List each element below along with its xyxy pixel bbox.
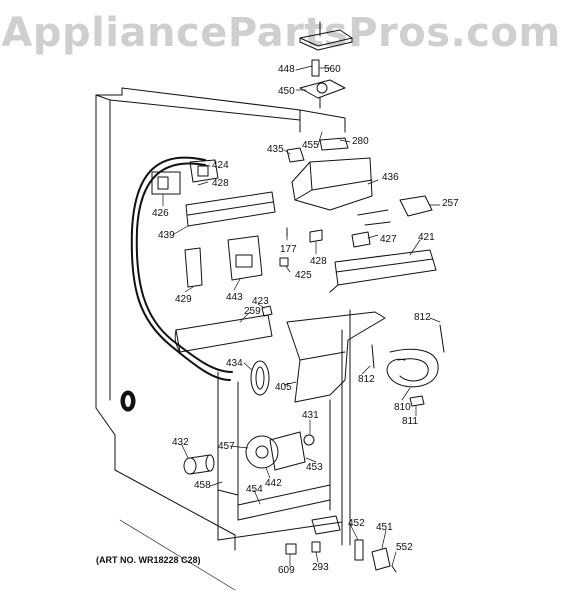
part-label-443: 443 — [226, 292, 243, 303]
air-duct-405 — [286, 311, 386, 403]
part-label-454: 454 — [246, 484, 263, 495]
part-label-457: 457 — [218, 441, 235, 452]
part-label-424: 424 — [212, 160, 229, 171]
top-hinge — [299, 21, 353, 109]
cover-259 — [174, 314, 273, 353]
part-label-448: 448 — [278, 64, 295, 75]
channel-421 — [329, 249, 437, 293]
part-label-293: 293 — [312, 562, 329, 573]
part-label-280: 280 — [352, 136, 369, 147]
plate-443 — [227, 235, 263, 281]
part-label-455: 455 — [302, 140, 319, 151]
part-label-451: 451 — [376, 522, 393, 533]
part-label-560: 560 — [324, 64, 341, 75]
part-label-609: 609 — [278, 565, 295, 576]
light-lens-434 — [250, 360, 270, 396]
part-label-453: 453 — [306, 462, 323, 473]
lower-hinge — [311, 515, 397, 573]
cabinet-outline — [95, 87, 346, 591]
heater-coil-810 — [386, 324, 445, 388]
switch-427 — [351, 209, 391, 248]
part-label-552: 552 — [396, 542, 413, 553]
art-number: (ART NO. WR18228 C28) — [96, 555, 201, 565]
thermostat-424 — [189, 159, 219, 183]
damper-257 — [399, 195, 433, 217]
part-label-435: 435 — [267, 144, 284, 155]
wire-harness — [130, 156, 233, 381]
screw-812 — [371, 344, 375, 369]
plug-609 — [285, 543, 297, 555]
bracket-429 — [184, 247, 203, 288]
part-label-452: 452 — [348, 518, 365, 529]
part-label-811: 811 — [402, 416, 418, 427]
part-label-439: 439 — [158, 230, 175, 241]
part-label-810: 810 — [394, 402, 411, 413]
cold-control — [286, 147, 305, 163]
leader-lines — [162, 65, 441, 567]
clip-423 — [261, 305, 273, 317]
part-label-431: 431 — [302, 410, 319, 421]
part-label-177: 177 — [280, 244, 297, 255]
part-label-425: 425 — [295, 270, 312, 281]
part-label-434: 434 — [226, 358, 243, 369]
shaft-432 — [183, 454, 215, 475]
switch-426 — [151, 171, 181, 195]
frame-453-454 — [217, 309, 351, 546]
part-label-405: 405 — [275, 382, 292, 393]
part-label-450: 450 — [278, 86, 295, 97]
part-label-429: 429 — [175, 294, 192, 305]
part-label-259: 259 — [244, 306, 261, 317]
part-label-428b: 428 — [310, 256, 327, 267]
part-label-257: 257 — [442, 198, 459, 209]
part-label-458: 458 — [194, 480, 211, 491]
part-label-427: 427 — [380, 234, 397, 245]
part-label-812a: 812 — [414, 312, 431, 323]
part-label-812b: 812 — [358, 374, 375, 385]
bracket-439 — [185, 191, 276, 227]
part-label-426: 426 — [152, 208, 169, 219]
part-label-428a: 428 — [212, 178, 229, 189]
clip-428 — [309, 229, 323, 243]
control-housing — [291, 137, 373, 211]
clip-811 — [409, 395, 425, 407]
watermark: AppliancePartsPros.com — [1, 10, 561, 56]
plug-425 — [279, 257, 289, 267]
part-label-423: 423 — [252, 296, 269, 307]
part-label-436: 436 — [382, 172, 399, 183]
part-label-421: 421 — [418, 232, 435, 243]
clip-293 — [311, 541, 321, 553]
fan-assembly-442 — [245, 431, 315, 471]
part-label-432: 432 — [172, 437, 189, 448]
part-label-442: 442 — [265, 478, 282, 489]
